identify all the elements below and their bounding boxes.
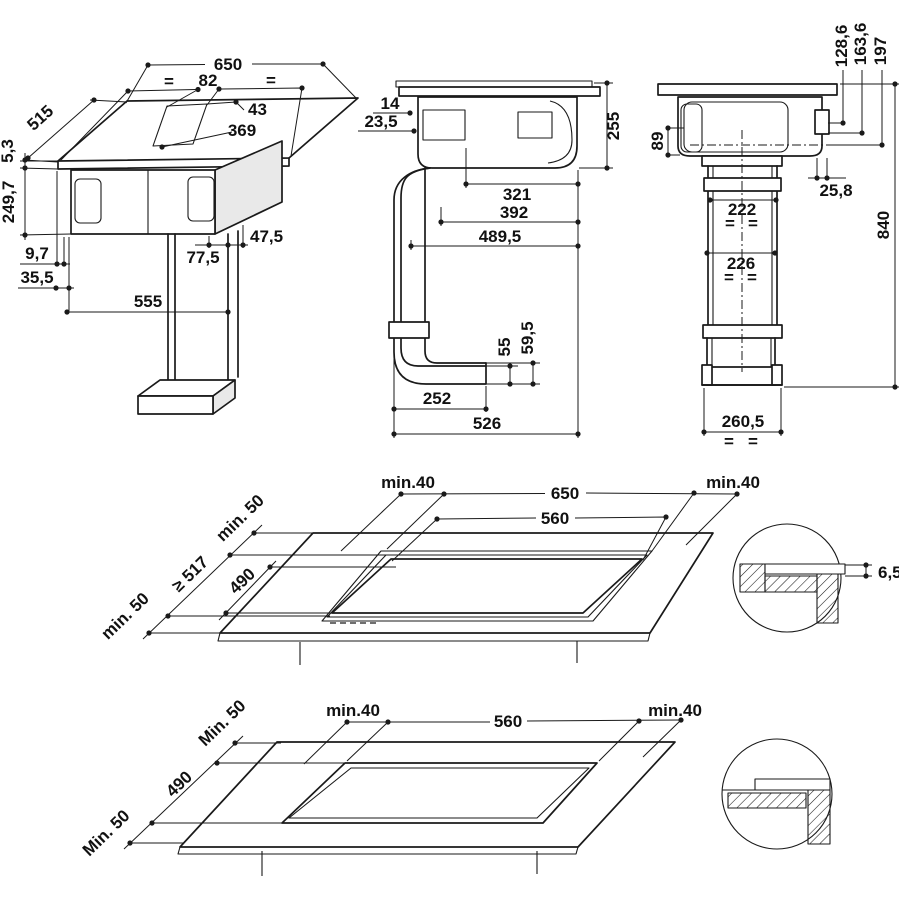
equal-mark: = — [747, 268, 757, 287]
dim-grille-width: 82 — [199, 71, 218, 90]
dim-duct-width-lower: 226 — [727, 254, 755, 273]
outlet-stub — [814, 109, 830, 135]
flush-cutout-view: min.40 650 min.40 560 min. 50 ≥ 517 min.… — [98, 473, 899, 665]
flush-dimension-lines — [142, 490, 740, 640]
dim-total-depth: 526 — [473, 414, 501, 433]
dim-body-recess: 23,5 — [364, 112, 397, 131]
dim-foot-width: 260,5 — [722, 412, 765, 431]
dim-body-side-offset: 47,5 — [250, 227, 283, 246]
dim-duct-inner-height: 55 — [495, 338, 514, 357]
dim-front-clearance-flush: min. 50 — [98, 589, 153, 643]
worktop-section — [398, 86, 601, 97]
side-view-shapes — [388, 80, 601, 385]
surface-detail-circle — [721, 738, 833, 850]
duct-column — [167, 230, 239, 384]
surface-cutout-view: min.40 560 min.40 Min. 50 490 Min. 50 — [79, 696, 833, 876]
glass-section-2 — [754, 778, 831, 791]
equal-mark-right: = — [266, 71, 276, 90]
worktop-rear — [657, 83, 838, 96]
equal-mark: = — [725, 214, 735, 233]
dim-rear-clearance-flush: min. 50 — [213, 491, 268, 545]
iso-dimension-lines — [18, 61, 358, 315]
dim-offset-9-7: 9,7 — [25, 244, 49, 263]
dim-grille-slot: 43 — [248, 100, 267, 119]
isometric-view: 650 = 82 = 43 369 515 5,3 249,7 9,7 35,5… — [0, 55, 359, 415]
cutout-opening — [331, 558, 643, 614]
dim-cutout-width-2: 560 — [494, 712, 522, 731]
side-view: 14 23,5 255 321 392 489,5 55 59,5 252 52… — [358, 80, 623, 438]
dim-clearance-right-2: min.40 — [648, 701, 702, 720]
dim-outlet-top-depth: 128,6 — [832, 25, 851, 68]
dim-body-height: 249,7 — [0, 181, 18, 224]
flush-dimension-dots — [146, 490, 740, 636]
dim-hob-width: 650 — [214, 55, 242, 74]
dim-cutout-depth-2: 490 — [162, 767, 196, 800]
hob-body-shapes — [57, 97, 359, 415]
dim-glass-lip: 14 — [381, 94, 400, 113]
equal-mark: = — [724, 432, 734, 451]
dim-cutout-depth-flush: 490 — [225, 564, 259, 597]
dim-hob-width-flush: 650 — [551, 484, 579, 503]
flush-detail-circle — [732, 523, 872, 633]
dim-outlet-offset: 25,8 — [819, 181, 852, 200]
dim-total-height: 840 — [874, 211, 893, 239]
dim-duct-span: 555 — [134, 292, 162, 311]
dim-duct-outer-height: 59,5 — [518, 321, 537, 354]
center-axis-lines — [690, 130, 832, 372]
dim-clearance-left: min.40 — [381, 473, 435, 492]
dim-321: 321 — [503, 185, 531, 204]
dim-489-5: 489,5 — [479, 227, 522, 246]
equal-mark: = — [724, 268, 734, 287]
rear-view-shapes — [657, 83, 838, 386]
rear-dimension-lines — [665, 70, 899, 436]
rear-view: 128,6 163,6 197 89 25,8 222 = = 226 = = … — [648, 23, 899, 451]
surface-dimension-lines — [123, 717, 684, 850]
glass-section — [764, 563, 846, 575]
side-dimension-dots — [391, 80, 610, 437]
rear-dimension-dots — [665, 81, 898, 435]
side-dimension-lines — [358, 80, 613, 438]
dim-rebate-depth: 6,5 — [878, 563, 899, 582]
dim-hob-depth-flush: ≥ 517 — [168, 552, 212, 595]
dim-duct-offset: 77,5 — [186, 248, 219, 267]
dim-axis-height: 89 — [648, 132, 667, 151]
dim-rear-clearance-2: Min. 50 — [195, 696, 250, 750]
dim-duct-width-upper: 222 — [728, 200, 756, 219]
dim-glass-thickness: 5,3 — [0, 139, 17, 163]
dim-unit-height: 255 — [604, 112, 623, 140]
dim-392: 392 — [500, 203, 528, 222]
plinth-box — [137, 395, 214, 415]
equal-mark-left: = — [164, 72, 174, 91]
flush-worktop-shapes — [217, 532, 714, 665]
dim-grille-length: 369 — [228, 121, 256, 140]
dim-outlet-bottom-depth: 197 — [871, 37, 890, 65]
duct-elbow — [393, 167, 487, 385]
dim-front-clearance-2: Min. 50 — [79, 806, 134, 860]
equal-mark: = — [748, 214, 758, 233]
surface-worktop-shapes — [177, 741, 676, 876]
cutout-opening-2 — [281, 762, 598, 824]
dim-cutout-width-flush: 560 — [541, 509, 569, 528]
dim-clearance-right: min.40 — [706, 473, 760, 492]
iso-dimension-dots — [22, 61, 326, 315]
dim-offset-35-5: 35,5 — [20, 268, 53, 287]
surface-dimension-dots — [127, 717, 684, 846]
dim-outlet-mid-depth: 163,6 — [851, 23, 870, 66]
dim-clearance-left-2: min.40 — [326, 701, 380, 720]
equal-mark: = — [748, 432, 758, 451]
dim-hob-depth: 515 — [23, 101, 57, 134]
dim-duct-run: 252 — [423, 389, 451, 408]
